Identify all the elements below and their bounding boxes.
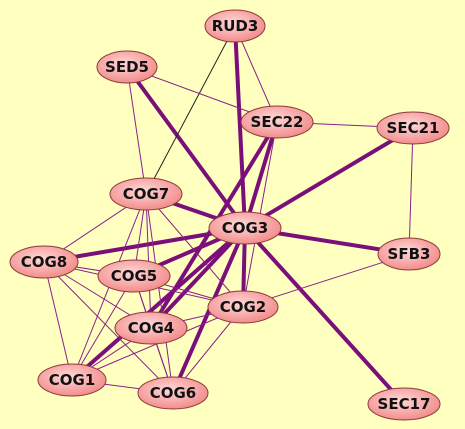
node-cog8[interactable]: COG8	[9, 245, 79, 279]
node-shape	[96, 50, 158, 84]
node-sec21[interactable]: SEC21	[376, 111, 450, 145]
node-label: COG7	[123, 185, 170, 203]
node-shape	[109, 177, 183, 211]
node-sec22[interactable]: SEC22	[240, 105, 314, 139]
node-cog4[interactable]: COG4	[114, 311, 188, 345]
node-label: SEC17	[378, 395, 431, 413]
node-label: COG5	[111, 267, 158, 285]
node-shape	[207, 290, 279, 324]
node-shape	[377, 237, 441, 271]
node-label: SED5	[105, 58, 149, 76]
node-label: SEC22	[251, 113, 304, 131]
node-sfb3[interactable]: SFB3	[377, 237, 441, 271]
edge-cog3-cog4	[149, 226, 247, 330]
node-label: SEC21	[387, 119, 440, 137]
node-cog3[interactable]: COG3	[208, 211, 282, 245]
edge-cog5-cog1	[71, 275, 135, 381]
node-shape	[114, 311, 188, 345]
edge-cog3-sed5	[125, 65, 247, 230]
edge-cog3-sec21	[243, 126, 415, 230]
node-cog2[interactable]: COG2	[207, 290, 279, 324]
node-shape	[376, 111, 450, 145]
node-shape	[97, 259, 171, 293]
node-rud3[interactable]: RUD3	[204, 9, 266, 43]
node-label: COG3	[222, 219, 269, 237]
node-label: COG4	[128, 319, 175, 337]
edge-cog3-sec17	[243, 226, 406, 406]
edge-cog8-cog6	[43, 261, 174, 394]
edge-cog7-cog2	[145, 193, 244, 308]
node-label: COG2	[220, 298, 267, 316]
node-label: COG8	[21, 253, 68, 271]
node-label: COG6	[150, 384, 197, 402]
edge-cog3-sec22	[243, 120, 279, 230]
node-cog1[interactable]: COG1	[37, 363, 107, 397]
node-cog7[interactable]: COG7	[109, 177, 183, 211]
node-shape	[9, 245, 79, 279]
node-shape	[240, 105, 314, 139]
edge-sec21-sfb3	[408, 127, 414, 255]
node-sec17[interactable]: SEC17	[367, 387, 441, 421]
node-cog5[interactable]: COG5	[97, 259, 171, 293]
node-shape	[208, 211, 282, 245]
edge-cog3-cog1	[70, 226, 247, 382]
edge-cog7-cog6	[145, 193, 174, 394]
node-shape	[367, 387, 441, 421]
edge-sed5-cog7	[126, 66, 147, 195]
node-shape	[204, 9, 266, 43]
edge-cog8-cog1	[43, 261, 73, 381]
node-shape	[37, 363, 107, 397]
edge-cog3-rud3	[233, 24, 247, 230]
node-sed5[interactable]: SED5	[96, 50, 158, 84]
node-label: COG1	[49, 371, 96, 389]
node-label: RUD3	[212, 17, 259, 35]
node-label: SFB3	[388, 245, 431, 263]
node-shape	[137, 376, 209, 410]
node-cog6[interactable]: COG6	[137, 376, 209, 410]
edge-cog7-rud3	[145, 25, 236, 195]
